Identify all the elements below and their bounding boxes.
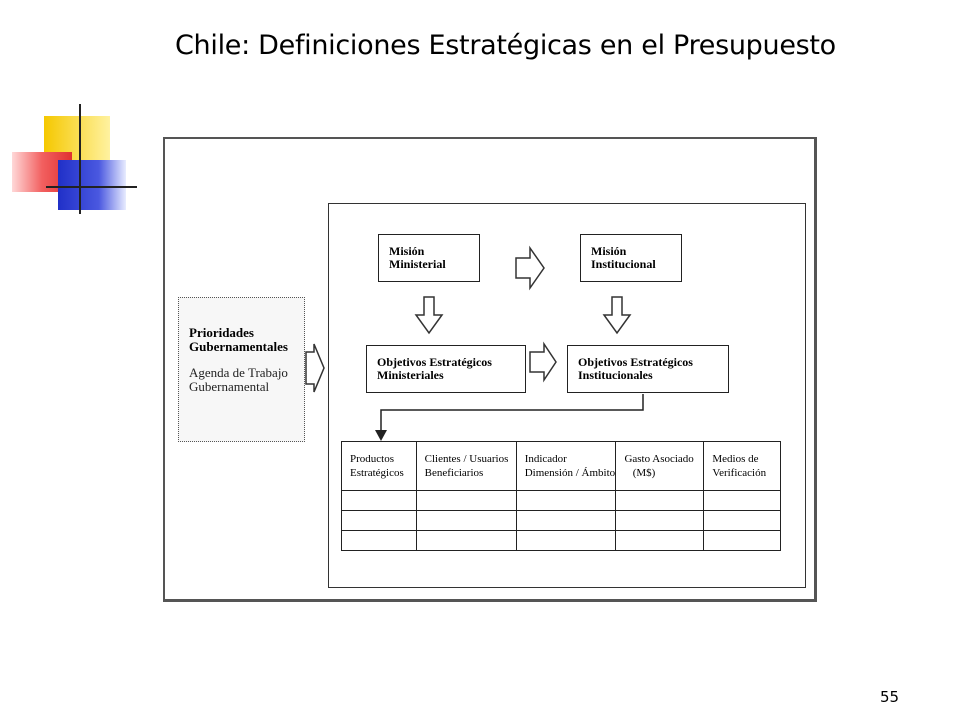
page-number: 55 — [880, 688, 900, 706]
header-gasto: Gasto Asociado (M$) — [615, 441, 705, 491]
table-row — [341, 510, 781, 531]
prioridades-box: Prioridades Gubernamentales Agenda de Tr… — [178, 297, 305, 442]
mision-institucional-box: Misión Institucional — [580, 234, 682, 282]
mision-ministerial-line1: Misión — [389, 244, 425, 258]
slide-title: Chile: Definiciones Estratégicas en el P… — [175, 30, 836, 61]
table-row — [341, 490, 781, 511]
table-row — [341, 530, 781, 551]
mision-institucional-line1: Misión — [591, 244, 627, 258]
diagram-inner-frame — [328, 203, 806, 588]
prioridades-title-1: Prioridades — [189, 325, 254, 340]
objetivos-institucionales-box: Objetivos Estratégicos Institucionales — [567, 345, 729, 393]
objetivos-institucionales-line1: Objetivos Estratégicos — [578, 355, 693, 369]
prioridades-title-2: Gubernamentales — [189, 339, 288, 354]
objetivos-ministeriales-line1: Objetivos Estratégicos — [377, 355, 492, 369]
mision-ministerial-box: Misión Ministerial — [378, 234, 480, 282]
objetivos-ministeriales-box: Objetivos Estratégicos Ministeriales — [366, 345, 526, 393]
prioridades-sub-1: Agenda de Trabajo — [189, 365, 288, 380]
prioridades-sub-2: Gubernamental — [189, 379, 270, 394]
objetivos-institucionales-line2: Institucionales — [578, 368, 653, 382]
mision-ministerial-line2: Ministerial — [389, 257, 446, 271]
mision-institucional-line2: Institucional — [591, 257, 656, 271]
objetivos-ministeriales-line2: Ministeriales — [377, 368, 444, 382]
blue-square — [58, 160, 126, 210]
decorative-squares-logo — [12, 104, 137, 214]
